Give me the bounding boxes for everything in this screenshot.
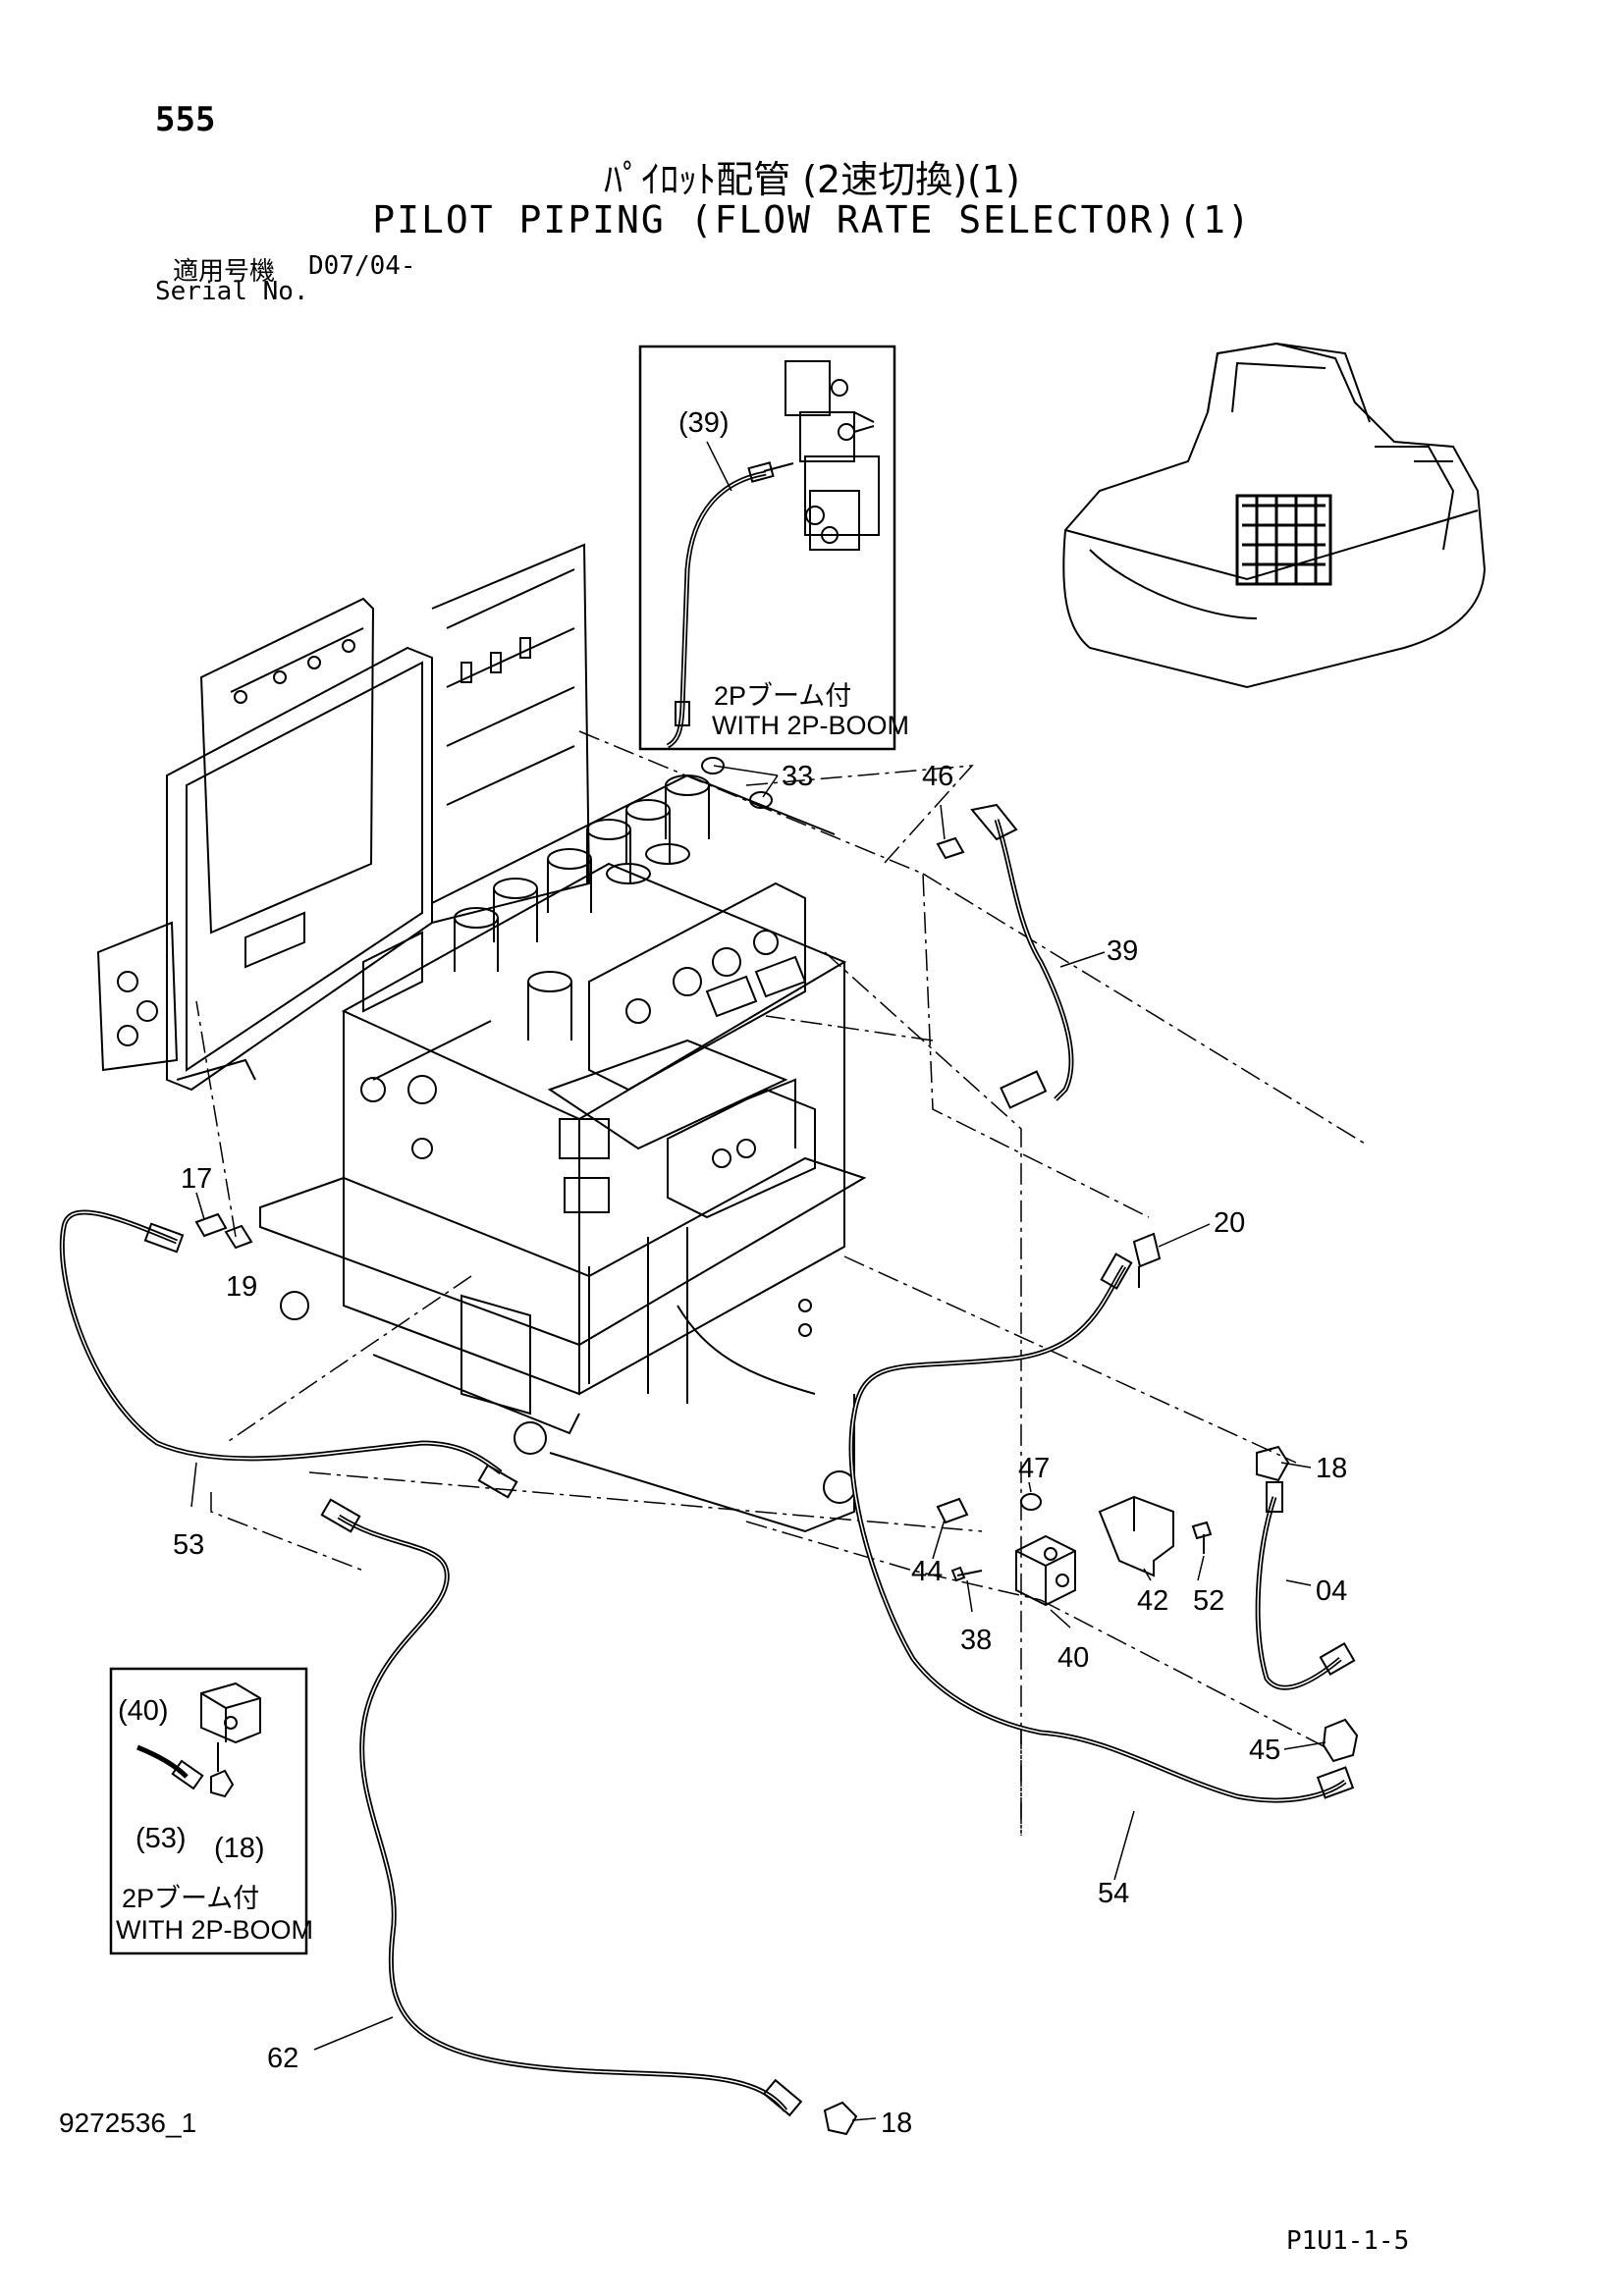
fitting-19 (224, 1224, 253, 1250)
callout-39-ref: (39) (678, 407, 730, 439)
fitting-18-bottom (823, 2101, 858, 2136)
excavator-location-thumbnail (1062, 342, 1487, 689)
hose-53 (59, 1209, 503, 1475)
hose-62 (337, 1514, 787, 2112)
callout-04: 04 (1316, 1575, 1347, 1607)
callout-18-bottom: 18 (881, 2108, 912, 2139)
plug-33b (749, 791, 773, 809)
callout-45: 45 (1249, 1735, 1280, 1766)
callout-38: 38 (960, 1625, 992, 1656)
fitting-17 (194, 1212, 228, 1238)
callout-53: 53 (173, 1529, 204, 1561)
fitting-46 (936, 836, 965, 860)
valve-block-inset-top (763, 360, 880, 551)
drawing-id: 9272536_1 (59, 2108, 197, 2138)
title-english: PILOT PIPING (FLOW RATE SELECTOR)(1) (372, 198, 1252, 241)
title-japanese: ﾊﾟｲﾛｯﾄ配管 (2速切換)(1) (604, 158, 1020, 201)
callout-40-ref: (40) (118, 1695, 169, 1727)
hose-54 (848, 1264, 1347, 1803)
callout-33: 33 (782, 761, 813, 792)
callout-20: 20 (1214, 1207, 1245, 1239)
hose-53-inset (136, 1744, 189, 1779)
bolt-52 (1191, 1521, 1213, 1554)
callout-47: 47 (1018, 1453, 1050, 1484)
callout-39: 39 (1107, 935, 1138, 967)
callout-40: 40 (1057, 1642, 1089, 1674)
serial-label-english: Serial No. (155, 277, 309, 306)
inset-bottom-label-en: WITH 2P-BOOM (116, 1915, 313, 1945)
fitting-18-inset (210, 1742, 235, 1798)
block-40 (1015, 1534, 1076, 1607)
callout-19: 19 (226, 1271, 257, 1303)
plug-33a (701, 757, 725, 774)
callout-54: 54 (1098, 1878, 1129, 1909)
pressure-sensor-20 (1132, 1232, 1162, 1288)
serial-label-japanese: 適用号機 (173, 257, 276, 287)
inset-box-2p-boom-top (638, 345, 896, 751)
inset-top-label-ja: 2Pブーム付 (714, 681, 851, 711)
page-number: 555 (155, 100, 216, 139)
page-code: P1U1-1-5 (1286, 2226, 1410, 2256)
fitting-18-right (1256, 1445, 1290, 1482)
inset-box-2p-boom-bottom (109, 1667, 308, 1955)
bolt-38 (950, 1566, 983, 1582)
callout-52: 52 (1193, 1585, 1224, 1617)
fitting-45 (1322, 1718, 1359, 1763)
callout-53-ref: (53) (135, 1823, 187, 1854)
callout-18-right: 18 (1316, 1453, 1347, 1484)
control-valve-assembly (259, 774, 867, 1533)
inset-top-label-en: WITH 2P-BOOM (712, 711, 909, 740)
block-40-inset (200, 1682, 261, 1744)
callout-17: 17 (181, 1163, 212, 1195)
mounting-bracket-frame (96, 543, 591, 1092)
callout-18-ref: (18) (214, 1833, 265, 1864)
callout-62: 62 (267, 2043, 298, 2074)
callout-leaders (190, 441, 1326, 2121)
inset-bottom-label-ja: 2Pブーム付 (122, 1884, 259, 1913)
callout-44: 44 (911, 1556, 943, 1587)
callout-42: 42 (1137, 1585, 1168, 1617)
fitting-44 (936, 1497, 969, 1524)
serial-code: D07/04- (308, 251, 416, 281)
assembly-dashed-leaders (195, 730, 1366, 1836)
callout-46: 46 (922, 761, 953, 792)
bracket-42 (1098, 1495, 1174, 1577)
plug-47 (1020, 1493, 1042, 1511)
